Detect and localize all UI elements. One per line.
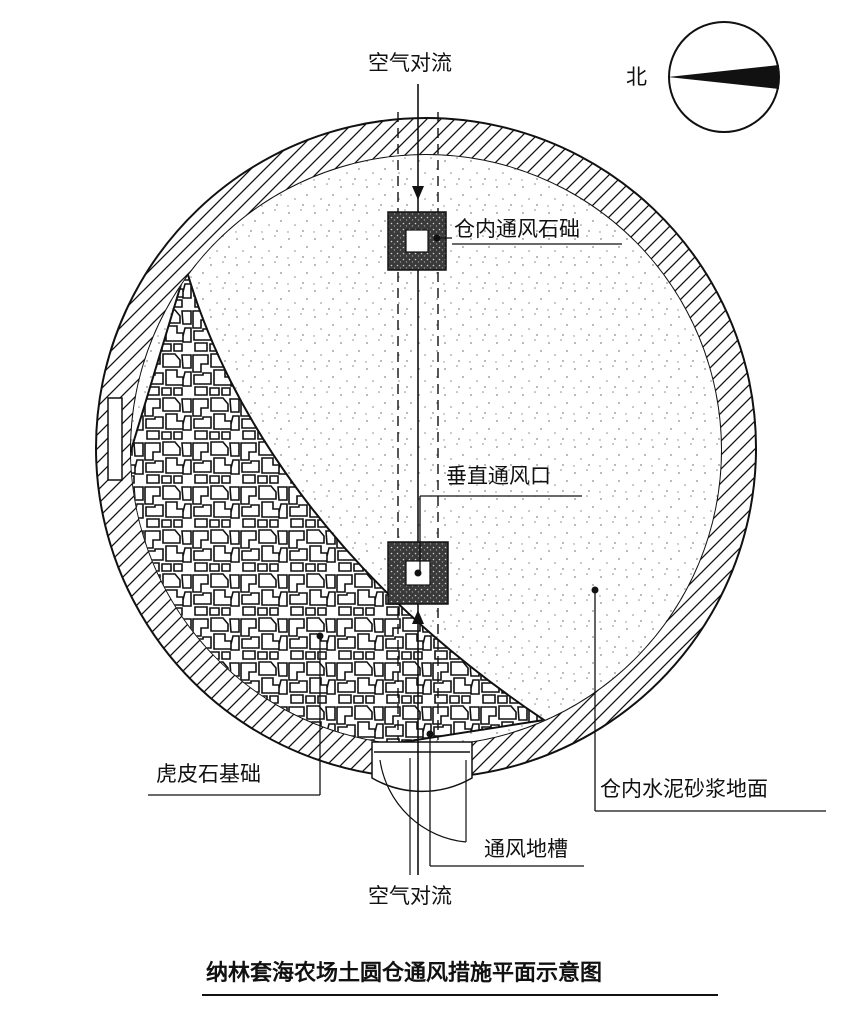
cement-floor-label: 仓内水泥砂浆地面 xyxy=(600,777,768,801)
tiger-stone-foundation xyxy=(131,264,547,745)
vertical-vent-block xyxy=(387,541,449,605)
vent-stone-core xyxy=(405,229,429,253)
air-flow-label-top: 空气对流 xyxy=(368,51,452,75)
wall-opening-left xyxy=(107,397,123,481)
airflow-arrow-bottom xyxy=(412,610,424,624)
air-flow-label-bottom: 空气对流 xyxy=(368,884,452,908)
figure-caption: 纳林套海农场土圆仓通风措施平面示意图 xyxy=(206,960,602,986)
vent-stone-label: 仓内通风石础 xyxy=(454,217,580,241)
door-swing xyxy=(379,759,467,843)
vertical-vent-label: 垂直通风口 xyxy=(446,464,551,488)
airflow-arrow-top xyxy=(412,186,424,200)
entrance-door xyxy=(371,741,473,793)
north-arrow xyxy=(668,65,779,89)
north-label: 北 xyxy=(626,65,647,89)
tiger-stone-label: 虎皮石基础 xyxy=(156,762,261,786)
vent-trench-label: 通风地槽 xyxy=(484,837,568,861)
